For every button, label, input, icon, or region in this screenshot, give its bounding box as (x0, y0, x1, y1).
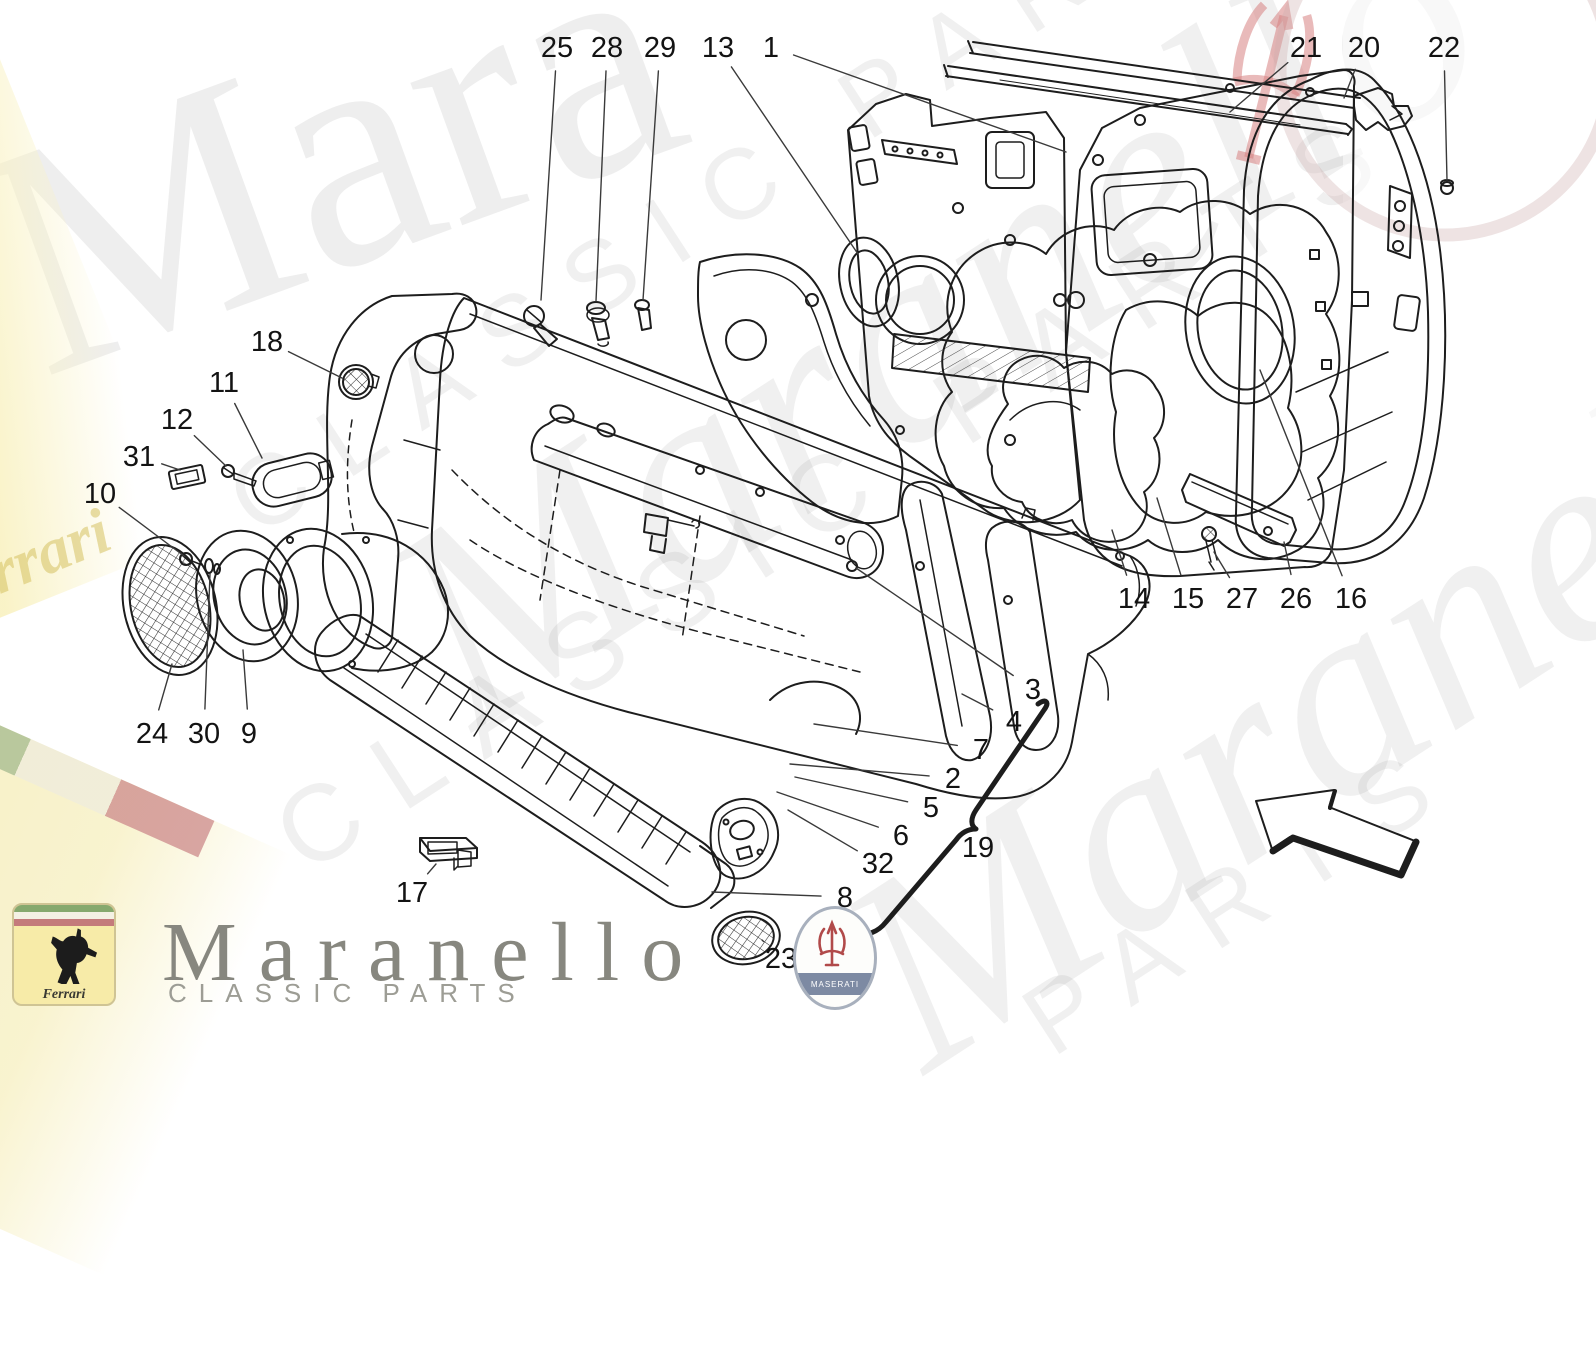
direction-arrow-icon (1255, 789, 1420, 879)
leader-line-27 (1213, 551, 1231, 579)
part-label-23: 23 (765, 943, 797, 975)
leader-line-16 (1259, 369, 1343, 577)
ferrari-badge-tricolor (14, 905, 114, 926)
leader-line-32 (787, 809, 858, 852)
watermark-badge-card (1343, 0, 1596, 445)
door-outer-shell-drawing (1234, 68, 1447, 565)
part-label-6: 6 (893, 820, 909, 852)
leader-line-7 (813, 723, 958, 747)
sill-plate-drawing (1181, 473, 1297, 571)
insulation-panel-large-drawing (934, 200, 1341, 561)
leader-line-9 (242, 649, 249, 710)
trim-frame-piece-drawing (322, 292, 478, 650)
leader-line-12 (193, 434, 227, 467)
part-label-9: 9 (241, 718, 257, 750)
exploded-door-diagram: 2528291312120221811123110243091723832652… (84, 0, 1596, 975)
part-label-13: 13 (702, 32, 734, 64)
footer-brand-subtitle: CLASSIC PARTS (168, 978, 527, 1008)
part-label-4: 4 (1006, 706, 1022, 738)
leader-line-26 (1283, 541, 1292, 576)
part-label-20: 20 (1348, 32, 1380, 64)
part-label-12: 12 (161, 404, 193, 436)
tweeter-grille-drawing (338, 364, 380, 400)
leader-line-23 (761, 939, 765, 943)
leader-line-20 (1343, 68, 1356, 99)
part-label-28: 28 (591, 32, 623, 64)
maserati-badge-band: MASERATI (796, 973, 874, 995)
leader-line-5 (794, 776, 909, 803)
part-label-30: 30 (188, 718, 220, 750)
leader-line-31 (160, 463, 181, 471)
leader-line-2 (789, 763, 930, 777)
part-label-14: 14 (1118, 583, 1150, 615)
leader-line-3 (855, 567, 1014, 677)
part-label-26: 26 (1280, 583, 1312, 615)
part-label-5: 5 (923, 792, 939, 824)
leader-line-17 (426, 863, 437, 875)
leader-line-21 (1229, 61, 1289, 113)
trim-sail-piece-drawing (697, 253, 904, 524)
part-label-15: 15 (1172, 583, 1204, 615)
prancing-horse-icon (51, 928, 98, 986)
part-label-2: 2 (945, 763, 961, 795)
door-carrier-panel-drawing (838, 93, 1091, 524)
leader-line-14 (1111, 529, 1128, 576)
door-lamp-and-fixings-drawing (167, 452, 335, 508)
part-label-3: 3 (1025, 674, 1041, 706)
part-label-19: 19 (962, 832, 994, 864)
part-label-1: 1 (763, 32, 779, 64)
part-label-29: 29 (644, 32, 676, 64)
part-label-24: 24 (136, 718, 168, 750)
part-label-32: 32 (862, 848, 894, 880)
trim-panel-drawing (430, 297, 1151, 880)
leader-line-15 (1156, 497, 1182, 576)
part-label-25: 25 (541, 32, 573, 64)
oval-speaker-grille-drawing (711, 910, 781, 966)
sill-trim-ribbed-drawing (314, 614, 736, 909)
part-label-10: 10 (84, 478, 116, 510)
ferrari-badge-text: Ferrari (42, 987, 86, 1002)
part-label-22: 22 (1428, 32, 1460, 64)
leader-line-13 (730, 66, 859, 255)
footwell-lamp-drawing (419, 837, 478, 871)
part-label-18: 18 (251, 326, 283, 358)
pillar-trim-blades-drawing (900, 480, 1060, 762)
part-label-31: 31 (123, 441, 155, 473)
part-label-27: 27 (1226, 583, 1258, 615)
maserati-badge-text: MASERATI (810, 979, 860, 989)
maserati-trident-icon (818, 919, 846, 967)
part-label-21: 21 (1290, 32, 1322, 64)
leader-line-22 (1443, 70, 1448, 181)
group-brace-19 (854, 698, 1050, 937)
insulation-panel-small-drawing (986, 354, 1165, 543)
ferrari-badge-logo[interactable]: Ferrari (12, 903, 116, 1006)
maserati-badge-logo[interactable]: MASERATI (793, 906, 877, 1010)
part-label-16: 16 (1335, 583, 1367, 615)
leader-line-25 (540, 70, 557, 301)
leader-line-4 (961, 693, 994, 711)
leader-line-28 (595, 70, 607, 302)
leader-line-18 (287, 350, 343, 379)
part-label-7: 7 (973, 734, 989, 766)
part-label-11: 11 (209, 367, 239, 399)
leader-line-8 (711, 891, 822, 897)
leader-line-1 (792, 54, 1067, 153)
leader-line-29 (642, 70, 660, 301)
leader-line-11 (233, 402, 263, 459)
trim-screws-drawing (523, 299, 652, 347)
leader-line-6 (776, 791, 879, 828)
leader-line-30 (204, 573, 211, 710)
